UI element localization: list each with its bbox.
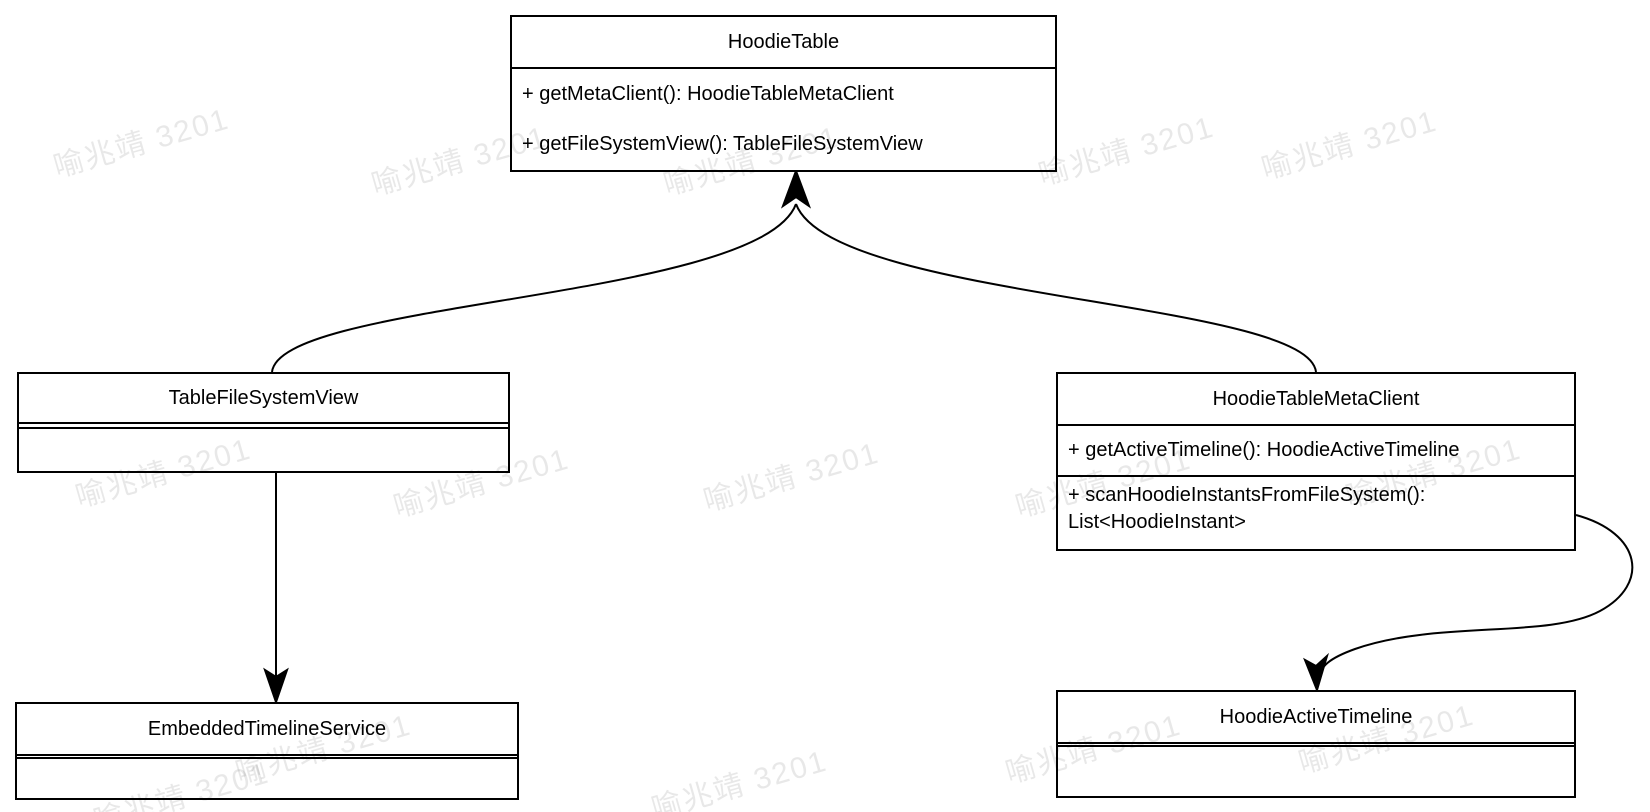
class-hoodie-table: HoodieTable + getMetaClient(): HoodieTab… xyxy=(510,15,1057,172)
empty-attributes-compartment xyxy=(19,424,508,429)
edge-metaclient-to-hoodieactivetimeline xyxy=(1303,514,1634,694)
empty-attributes-compartment xyxy=(17,756,517,759)
class-title: HoodieTable xyxy=(512,17,1055,69)
class-methods: + getMetaClient(): HoodieTableMetaClient… xyxy=(512,69,1055,170)
method: + getActiveTimeline(): HoodieActiveTimel… xyxy=(1058,426,1574,477)
arrowhead-into-hoodietable xyxy=(780,168,812,209)
edge-filesystemview-to-hoodietable xyxy=(271,203,797,373)
class-table-file-system-view: TableFileSystemView xyxy=(17,372,510,473)
edge-filesystemview-to-embeddedtimelineservice xyxy=(263,473,289,706)
arrowhead-into-hoodieactivetimeline xyxy=(1303,652,1329,694)
empty-attributes-compartment xyxy=(1058,744,1574,747)
method: + getMetaClient(): HoodieTableMetaClient xyxy=(522,82,894,105)
class-hoodie-active-timeline: HoodieActiveTimeline xyxy=(1056,690,1576,798)
edge-metaclient-to-hoodietable xyxy=(795,203,1317,373)
class-title: HoodieTableMetaClient xyxy=(1058,374,1574,426)
method: + getFileSystemView(): TableFileSystemVi… xyxy=(522,133,923,156)
class-title: TableFileSystemView xyxy=(19,374,508,424)
arrowhead-into-embeddedtimelineservice xyxy=(263,667,289,706)
method: + scanHoodieInstantsFromFileSystem(): Li… xyxy=(1068,484,1426,533)
class-hoodie-table-meta-client: HoodieTableMetaClient + getActiveTimelin… xyxy=(1056,372,1576,551)
class-title: EmbeddedTimelineService xyxy=(17,704,517,756)
class-title: HoodieActiveTimeline xyxy=(1058,692,1574,744)
class-embedded-timeline-service: EmbeddedTimelineService xyxy=(15,702,519,800)
